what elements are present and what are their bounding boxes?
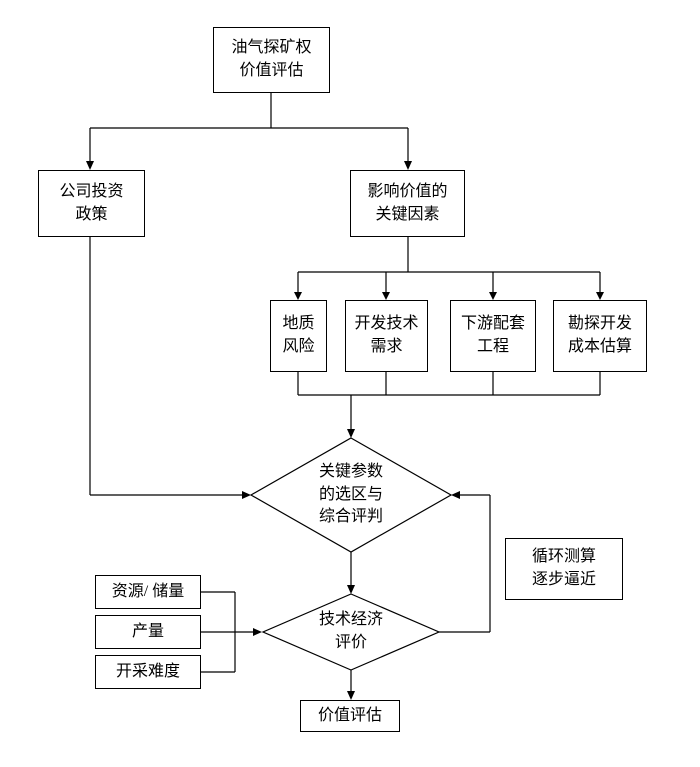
node-geological-risk-label: 地质 风险 <box>282 315 315 355</box>
node-downstream-eng: 下游配套 工程 <box>450 300 536 372</box>
node-production-label: 产量 <box>131 622 164 640</box>
node-mining-difficulty-label: 开采难度 <box>115 662 180 680</box>
node-cost-estimate-label: 勘探开发 成本估算 <box>567 315 632 355</box>
node-key-factors: 影响价值的 关键因素 <box>350 170 465 237</box>
arrowheads <box>86 161 604 700</box>
node-company-policy: 公司投资 政策 <box>38 170 145 237</box>
node-cost-estimate: 勘探开发 成本估算 <box>553 300 647 372</box>
node-production: 产量 <box>95 615 201 649</box>
node-geological-risk: 地质 风险 <box>270 300 327 372</box>
diamond-tech-econ-eval <box>261 593 441 671</box>
arrowhead-into-d1-top-icon <box>347 429 355 438</box>
node-title: 油气探矿权 价值评估 <box>213 27 330 93</box>
arrowhead-feedback-into-d1-icon <box>451 491 460 499</box>
diamond-param-selection <box>249 437 453 553</box>
decision-diamonds <box>249 437 453 671</box>
arrowhead-into-d2-left-icon <box>253 628 262 636</box>
node-downstream-eng-label: 下游配套 工程 <box>460 315 525 355</box>
node-mining-difficulty: 开采难度 <box>95 655 201 689</box>
arrowhead-into-cost-estimate-icon <box>596 292 604 300</box>
node-resources-reserves-label: 资源/ 储量 <box>111 582 185 600</box>
arrowhead-into-d1-left-icon <box>242 491 251 499</box>
node-company-policy-label: 公司投资 政策 <box>59 182 124 223</box>
arrowhead-into-dev-tech-icon <box>382 292 390 300</box>
node-dev-tech-demand: 开发技术 需求 <box>345 300 428 372</box>
node-loop-calc: 循环测算 逐步逼近 <box>505 538 623 600</box>
arrowhead-into-final-icon <box>347 691 355 700</box>
arrowhead-into-downstream-icon <box>489 292 497 300</box>
node-title-label: 油气探矿权 价值评估 <box>231 39 312 79</box>
node-key-factors-label: 影响价值的 关键因素 <box>367 182 448 223</box>
arrowhead-into-geo-risk-icon <box>294 292 302 300</box>
arrowhead-into-key-factors-icon <box>404 161 412 170</box>
node-dev-tech-demand-label: 开发技术 需求 <box>354 315 419 355</box>
node-value-assessment-label: 价值评估 <box>317 706 382 724</box>
arrowhead-into-d2-top-icon <box>347 585 355 594</box>
arrowhead-into-company-policy-icon <box>86 161 94 170</box>
connectors <box>89 93 601 692</box>
node-value-assessment: 价值评估 <box>300 700 400 732</box>
node-resources-reserves: 资源/ 储量 <box>95 575 201 609</box>
node-loop-calc-label: 循环测算 逐步逼近 <box>531 548 596 588</box>
